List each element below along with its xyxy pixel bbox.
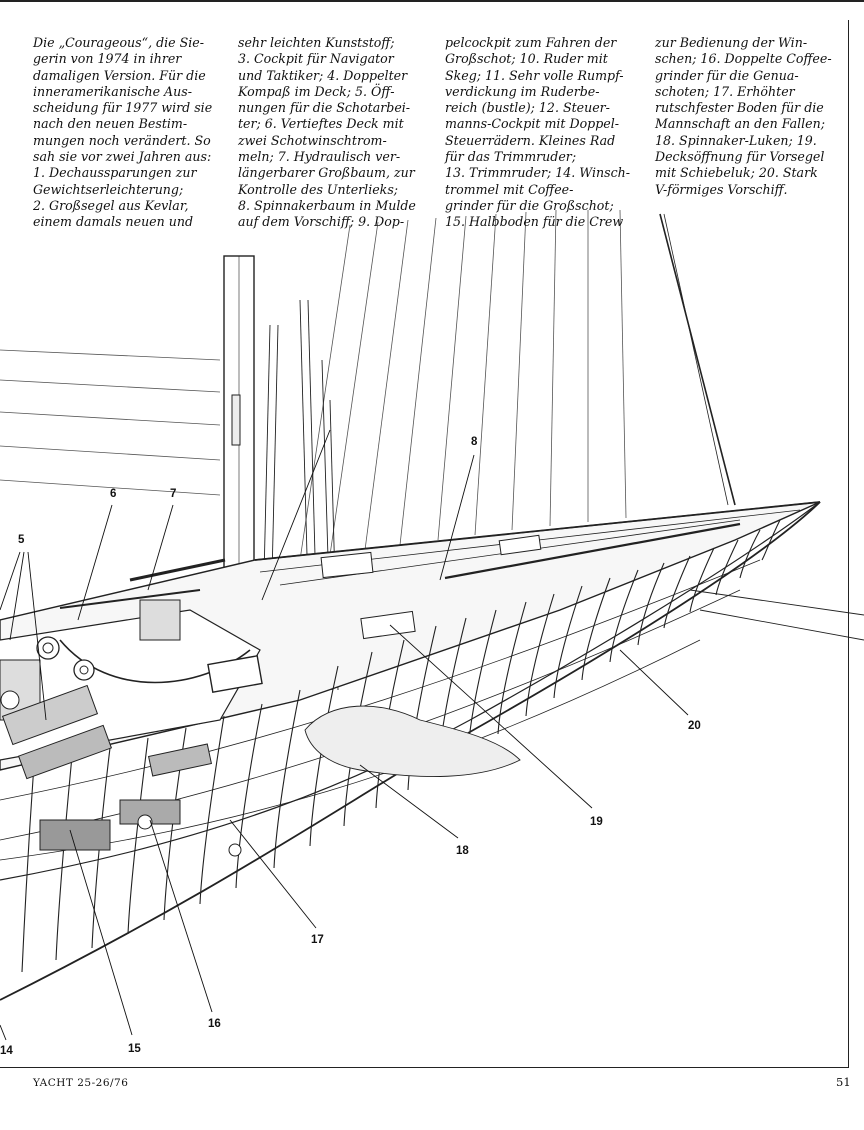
page-number: 51 xyxy=(836,1075,851,1089)
callout-16: 16 xyxy=(208,1018,221,1030)
caption-column-3: pelcockpit zum Fahren der Großschot; 10.… xyxy=(445,35,631,230)
callout-20: 20 xyxy=(688,720,701,732)
cockpit xyxy=(0,558,263,851)
sail-lines xyxy=(0,209,627,561)
caption-column-2: sehr leichten Kunststoff; 3. Cockpit für… xyxy=(238,35,416,230)
callout-17: 17 xyxy=(311,934,324,946)
forestay xyxy=(659,213,736,506)
callout-leaders xyxy=(0,429,689,1041)
callout-15: 15 xyxy=(128,1043,141,1055)
callout-8: 8 xyxy=(471,436,478,448)
callout-7: 7 xyxy=(170,488,177,500)
callout-14: 14 xyxy=(0,1045,13,1057)
callout-6: 6 xyxy=(110,488,117,500)
callout-19: 19 xyxy=(590,816,603,828)
caption-column-4: zur Bedienung der Win- schen; 16. Doppel… xyxy=(655,35,832,197)
callout-5: 5 xyxy=(18,534,25,546)
winches xyxy=(0,636,242,857)
magazine-issue: YACHT 25-26/76 xyxy=(33,1077,129,1089)
illustration-frame xyxy=(0,20,849,1068)
callout-18: 18 xyxy=(456,845,469,857)
top-rule xyxy=(0,0,864,2)
stowed-sail xyxy=(304,705,521,777)
caption-column-1: Die „Courageous“, die Sie- gerin von 197… xyxy=(33,35,213,230)
